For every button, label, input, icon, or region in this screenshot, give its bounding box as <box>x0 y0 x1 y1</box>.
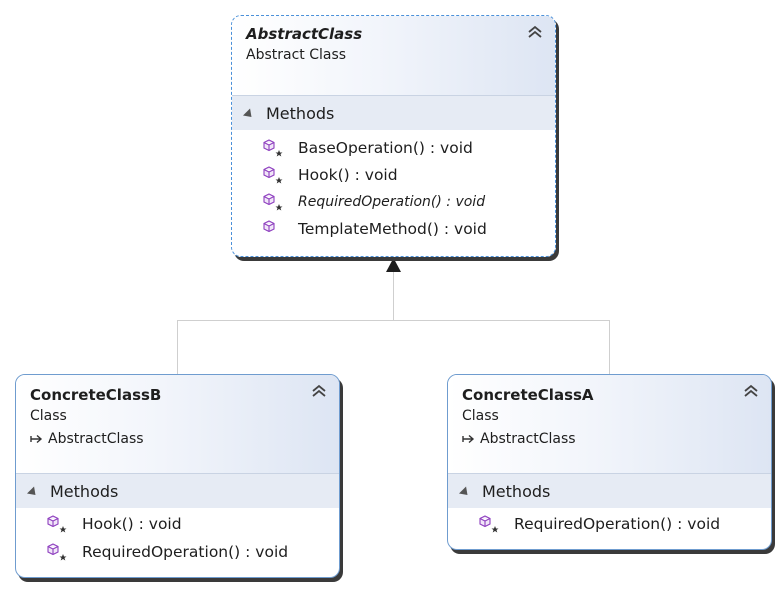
section-header-methods[interactable]: Methods <box>232 96 555 130</box>
class-kind: Class <box>462 408 499 424</box>
section-label: Methods <box>50 481 119 501</box>
class-name: ConcreteClassB <box>30 386 162 404</box>
class-name: ConcreteClassA <box>462 386 594 404</box>
protected-method-icon <box>263 165 283 183</box>
protected-method-icon <box>479 515 499 533</box>
method-label: RequiredOperation() : void <box>514 515 721 533</box>
expand-triangle-icon[interactable] <box>458 485 472 499</box>
class-kind: Class <box>30 408 67 424</box>
section-header-methods[interactable]: Methods <box>16 474 339 508</box>
base-class-label[interactable]: AbstractClass <box>48 431 144 447</box>
method-item[interactable]: RequiredOperation() : void <box>232 188 555 215</box>
protected-method-icon <box>263 138 283 156</box>
method-list: RequiredOperation() : void <box>448 508 771 538</box>
method-label: RequiredOperation() : void <box>82 543 289 561</box>
class-header: ConcreteClassA Class AbstractClass <box>448 375 771 474</box>
collapse-icon[interactable] <box>311 383 327 399</box>
class-name: AbstractClass <box>246 25 363 43</box>
protected-method-icon <box>47 543 67 561</box>
base-class: AbstractClass <box>462 427 759 451</box>
collapse-icon[interactable] <box>527 24 543 40</box>
method-item[interactable]: RequiredOperation() : void <box>448 510 771 538</box>
method-item[interactable]: RequiredOperation() : void <box>16 538 339 566</box>
collapse-icon[interactable] <box>743 383 759 399</box>
method-item[interactable]: Hook() : void <box>16 510 339 538</box>
section-header-methods[interactable]: Methods <box>448 474 771 508</box>
class-box-concreteclassa[interactable]: ConcreteClassA Class AbstractClass Metho… <box>447 374 772 550</box>
method-label: RequiredOperation() : void <box>298 193 486 210</box>
expand-triangle-icon[interactable] <box>26 485 40 499</box>
inheritance-arrow-icon <box>30 434 43 444</box>
connector-concrete-a[interactable] <box>393 320 610 375</box>
class-header: ConcreteClassB Class AbstractClass <box>16 375 339 474</box>
protected-method-icon <box>263 192 283 210</box>
class-header: AbstractClass Abstract Class <box>232 16 555 96</box>
base-class: AbstractClass <box>30 427 327 451</box>
class-kind: Abstract Class <box>246 47 347 63</box>
base-class-label[interactable]: AbstractClass <box>480 431 576 447</box>
section-label: Methods <box>482 481 551 501</box>
inheritance-arrow-head <box>386 258 401 272</box>
protected-method-icon <box>47 515 67 533</box>
expand-triangle-icon[interactable] <box>242 107 256 121</box>
method-list: BaseOperation() : void Hook() : void Req… <box>232 130 555 242</box>
method-item[interactable]: TemplateMethod() : void <box>232 215 555 242</box>
method-icon <box>263 219 275 232</box>
method-item[interactable]: BaseOperation() : void <box>232 134 555 161</box>
section-label: Methods <box>266 103 335 123</box>
method-item[interactable]: Hook() : void <box>232 161 555 188</box>
method-label: Hook() : void <box>82 515 182 533</box>
method-label: Hook() : void <box>298 165 398 184</box>
class-box-concreteclassb[interactable]: ConcreteClassB Class AbstractClass Metho… <box>15 374 340 578</box>
method-label: BaseOperation() : void <box>298 138 473 157</box>
inheritance-arrow-icon <box>462 434 475 444</box>
connector-concrete-b[interactable] <box>177 272 394 374</box>
method-list: Hook() : void RequiredOperation() : void <box>16 508 339 566</box>
method-label: TemplateMethod() : void <box>298 219 487 238</box>
class-box-abstractclass[interactable]: AbstractClass Abstract Class Methods Bas… <box>231 15 556 257</box>
